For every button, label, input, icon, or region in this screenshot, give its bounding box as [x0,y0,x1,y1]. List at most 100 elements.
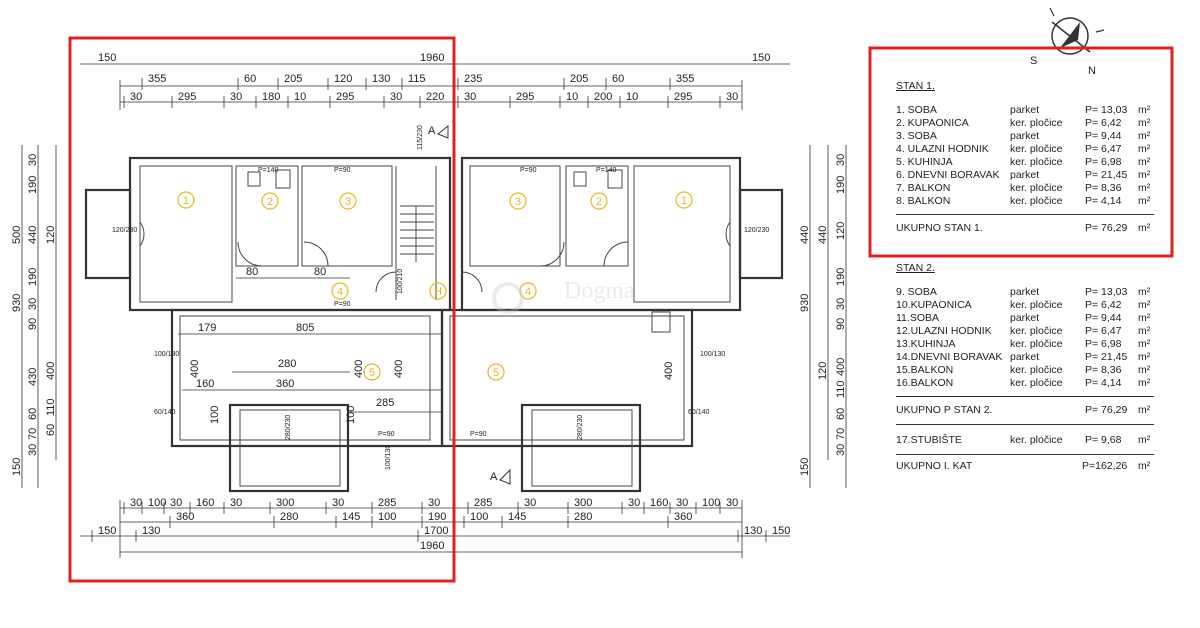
legend-row-unit: m² [1138,156,1151,168]
legend-row-name: 12.ULAZNI HODNIK [896,325,992,337]
dimension-label: 30 [230,497,242,509]
dimension-label: 120 [45,226,57,244]
legend-row-area: P= 6,47 [1085,325,1122,337]
legend-row-unit: m² [1138,117,1151,129]
dimension-label: 930 [11,294,23,312]
legend-row-material: parket [1010,286,1040,298]
dimension-label: 100 [148,497,166,509]
room-marker: 4 [519,282,537,300]
dimension-label: 30 [628,497,640,509]
section-marker-bottom: A [490,468,511,485]
svg-text:3: 3 [345,196,351,208]
legend-row-area: P= 9,44 [1085,312,1122,324]
dimension-label: 30 [27,298,39,310]
dimension-label: 90 [27,318,39,330]
stair-marker: H [429,282,447,300]
dimension-label: 30 [230,91,242,103]
north-arrow-icon: S N [1030,7,1105,77]
legend-total-unit: m² [1138,222,1151,234]
dimension-label: 60 [27,408,39,420]
left-dims: 5009301503019044019030904306070301204001… [11,154,57,476]
dimension-label: 360 [674,511,692,523]
legend-row-area: P= 21,45 [1085,351,1128,363]
dimension-label: 440 [799,226,811,244]
opening-label: P=90 [520,167,537,174]
opening-label: P=90 [334,167,351,174]
dimension-label: 930 [799,294,811,312]
dimension-label: 130 [744,525,762,537]
legend-row-unit: m² [1138,351,1151,363]
legend-row-material: ker. pločice [1010,195,1063,207]
legend-row-material: ker. pločice [1010,156,1063,168]
room-marker: 2 [590,192,608,210]
dimension-label: 60 [45,424,57,436]
legend-row-name: 1. SOBA [896,104,937,116]
dimension-label: 110 [835,380,847,398]
legend-row-name: 4. ULAZNI HODNIK [896,143,989,155]
legend-total-name: UKUPNO P STAN 2. [896,404,993,416]
opening-label: P=140 [596,167,617,174]
legend-row-name: 5. KUHINJA [896,156,953,168]
dimension-label: 30 [835,154,847,166]
dimension-label: 190 [27,176,39,194]
dimension-label: 295 [674,91,692,103]
legend-row-unit: m² [1138,195,1151,207]
legend-row-area: P= 13,03 [1085,104,1128,116]
legend-row-material: parket [1010,104,1040,116]
side-dimensions: 5009301503019044019030904306070301204001… [11,145,847,488]
dimension-label: 200 [594,91,612,103]
legend-row-material: parket [1010,130,1040,142]
dim-interior: 100 [209,406,221,424]
dimension-label: 190 [428,511,446,523]
dimension-label: 110 [45,398,57,416]
legend-row-unit: m² [1138,286,1151,298]
dimension-label: 205 [570,73,588,85]
legend-row-area: P= 9,44 [1085,130,1122,142]
dimension-label: 30 [835,444,847,456]
legend-row-area: P= 9,68 [1085,434,1122,446]
legend-row-area: P= 13,03 [1085,286,1128,298]
dimension-label: 1700 [424,525,448,537]
dimension-label: 10 [294,91,306,103]
room-markers: 1 2 3 4 5 3 2 1 4 5 H [177,191,693,381]
dimension-label: 70 [27,428,39,440]
dim-interior: 80 [246,266,258,278]
legend-total-name: UKUPNO I. KAT [896,460,973,472]
legend-row-name: 10.KUPAONICA [896,299,972,311]
dimension-label: 360 [176,511,194,523]
right-dims: 4409301503019012019030904001106070304401… [799,154,847,476]
room-marker: 5 [487,363,505,381]
dimension-label: 130 [142,525,160,537]
legend-total-area: P= 76,29 [1085,404,1128,416]
legend-row-unit: m² [1138,312,1151,324]
svg-text:5: 5 [369,367,375,379]
legend-row-name: 6. DNEVNI BORAVAK [896,169,1000,181]
opening-labels: P=90 P=90 P=90 P=140 P=140 P=90 P=90 120… [112,125,769,470]
dimension-label: 145 [342,511,360,523]
opening-label: 60/140 [688,409,710,416]
dimension-label: 70 [835,428,847,440]
dimension-label: 295 [516,91,534,103]
dim-interior: 400 [189,360,201,378]
legend-row-material: ker. pločice [1010,364,1063,376]
dimension-label: 205 [284,73,302,85]
dimension-label: 120 [835,222,847,240]
opening-label: 120/230 [112,227,137,234]
opening-label: P=140 [258,167,279,174]
opening-label: 280/230 [577,415,584,440]
legend-row-unit: m² [1138,299,1151,311]
legend-row-material: parket [1010,169,1040,181]
room-marker: 2 [261,192,279,210]
dimension-label: 285 [378,497,396,509]
legend-stan2-total: UKUPNO P STAN 2. P= 76,29 m² [896,404,1154,417]
dimension-label: 150 [98,525,116,537]
dim-interior: 160 [196,378,214,390]
